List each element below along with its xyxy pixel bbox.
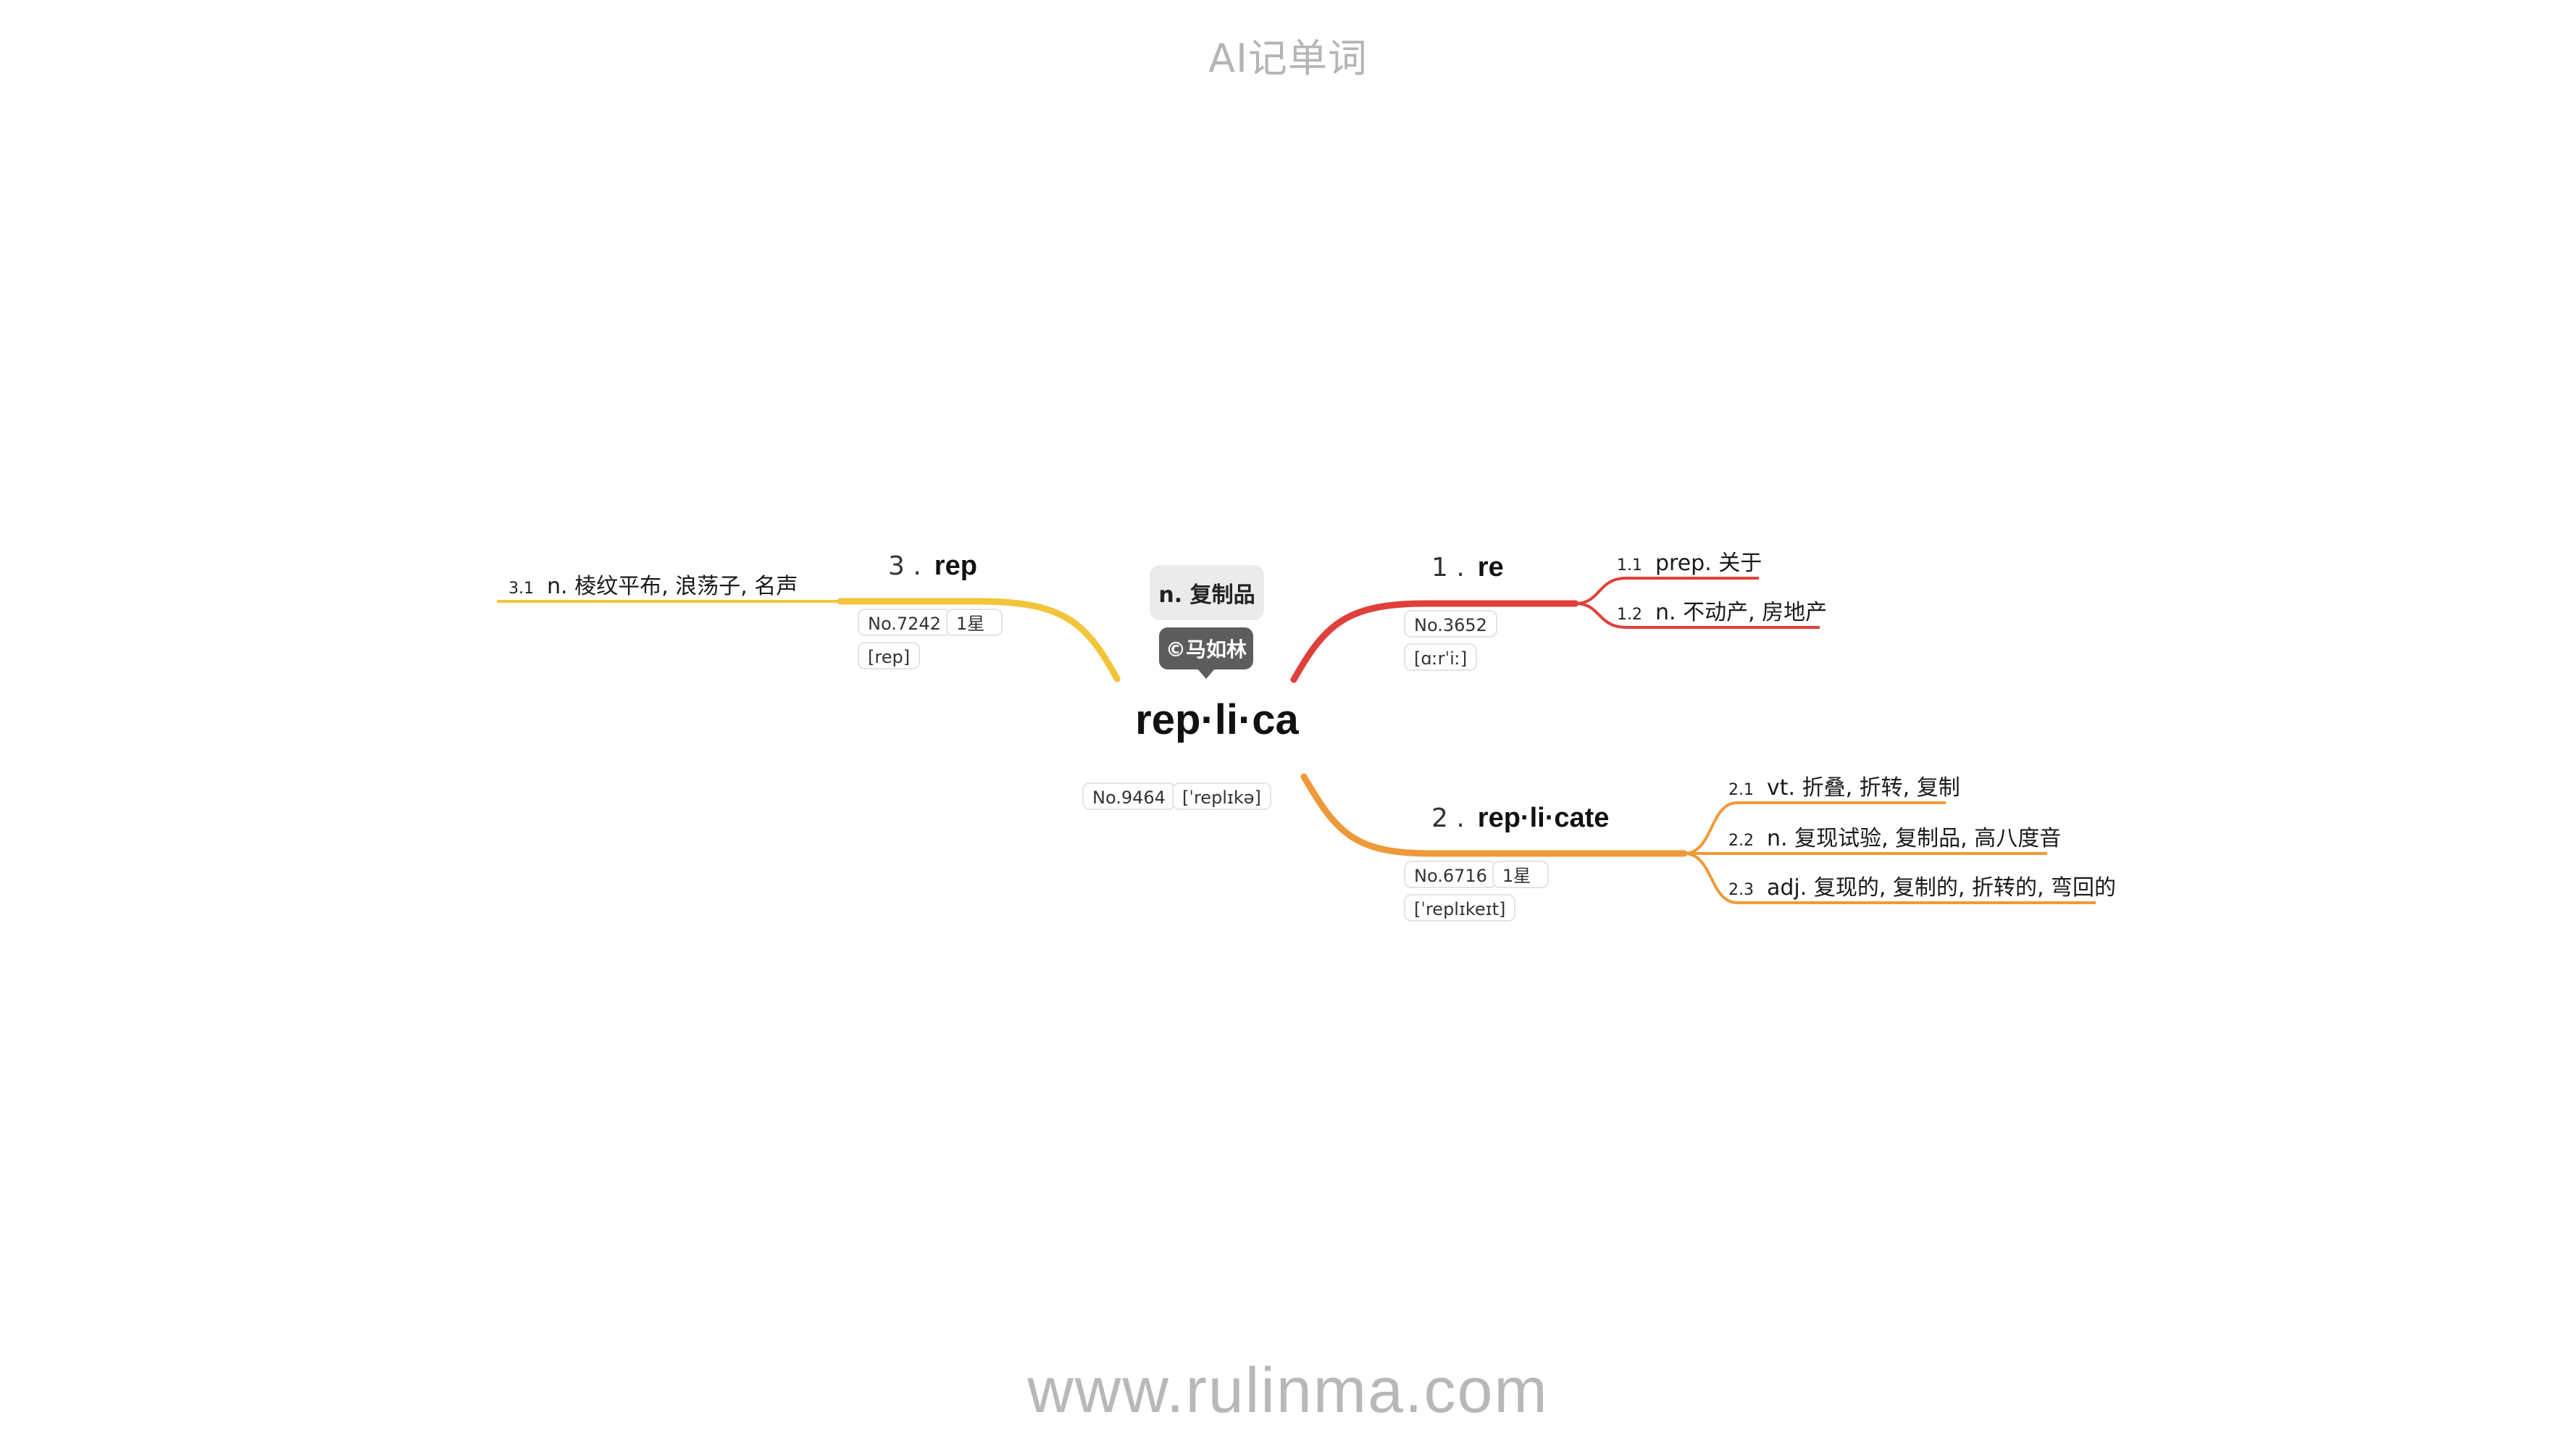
copyright-badge-pointer <box>1197 668 1216 679</box>
branch-2-sense-2: 2.2 n. 复现试验, 复制品, 高八度音 <box>1728 820 2061 852</box>
branch-2-sense-1: 2.1 vt. 折叠, 折转, 复制 <box>1728 769 1960 801</box>
branch-1-word: re <box>1477 552 1504 582</box>
sense-text: n. 不动产, 房地产 <box>1655 600 1828 625</box>
page-title: AI记单词 <box>1208 36 1368 81</box>
sense-text: adj. 复现的, 复制的, 折转的, 弯回的 <box>1767 875 2117 901</box>
footer-site-url: www.rulinma.com <box>1027 1354 1549 1426</box>
sense-number: 2.2 <box>1728 832 1754 850</box>
branch-3-stem <box>837 598 1121 682</box>
branch-1-sense-1-line <box>1575 577 1759 605</box>
branch-3-title: 3 . rep <box>888 551 977 582</box>
branch-1-sense-1: 1.1 prep. 关于 <box>1617 545 1762 577</box>
branch-2-sense-1-line <box>1684 801 1946 855</box>
center-meaning-bubble: n. 复制品 <box>1150 565 1264 620</box>
copyright-badge: ©马如林 <box>1159 627 1253 669</box>
branch-2-word: rep·li·cate <box>1477 803 1610 833</box>
center-word: rep·li·ca <box>1135 696 1299 743</box>
branch-1-sense-2-line <box>1575 602 1820 629</box>
branch-2-title: 2 . rep·li·cate <box>1431 803 1609 834</box>
branch-1-title: 1 . re <box>1431 552 1504 583</box>
sense-number: 2.3 <box>1728 881 1754 899</box>
sense-number: 1.2 <box>1617 606 1642 624</box>
branch-3-sense-1: 3.1 n. 棱纹平布, 浪荡子, 名声 <box>509 568 798 600</box>
branch-3-number: 3 . <box>888 551 921 581</box>
branch-3-phonetic-tag: [rep] <box>858 642 921 669</box>
branch-1-number: 1 . <box>1431 553 1465 582</box>
branch-2-number-tag: No.6716 <box>1404 861 1497 888</box>
branch-2-sense-3: 2.3 adj. 复现的, 复制的, 折转的, 弯回的 <box>1728 869 2116 901</box>
sense-number: 2.1 <box>1728 781 1754 799</box>
center-phonetic-tag: [ˈreplɪkə] <box>1172 782 1271 810</box>
branch-1-sense-2: 1.2 n. 不动产, 房地产 <box>1617 594 1827 626</box>
sense-number: 1.1 <box>1617 556 1642 575</box>
branch-3-word: rep <box>934 551 977 581</box>
branch-1-stem <box>1290 600 1579 683</box>
branch-2-sense-3-line <box>1684 852 2096 904</box>
branch-2-star-tag: 1星 <box>1492 861 1549 888</box>
branch-3-star-tag: 1星 <box>946 609 1003 636</box>
branch-2-phonetic-tag: [ˈreplɪkeɪt] <box>1404 894 1516 922</box>
sense-number: 3.1 <box>509 580 534 598</box>
sense-text: n. 棱纹平布, 浪荡子, 名声 <box>547 574 798 599</box>
branch-2-stem <box>1300 773 1688 857</box>
branch-1-phonetic-tag: [ɑːrˈiː] <box>1404 643 1478 671</box>
sense-text: n. 复现试验, 复制品, 高八度音 <box>1767 826 2062 851</box>
branch-3-number-tag: No.7242 <box>858 609 951 636</box>
sense-text: prep. 关于 <box>1655 551 1762 576</box>
center-number-tag: No.9464 <box>1082 782 1176 810</box>
branch-1-number-tag: No.3652 <box>1404 610 1497 638</box>
sense-text: vt. 折叠, 折转, 复制 <box>1767 775 1960 801</box>
branch-2-number: 2 . <box>1431 803 1465 833</box>
